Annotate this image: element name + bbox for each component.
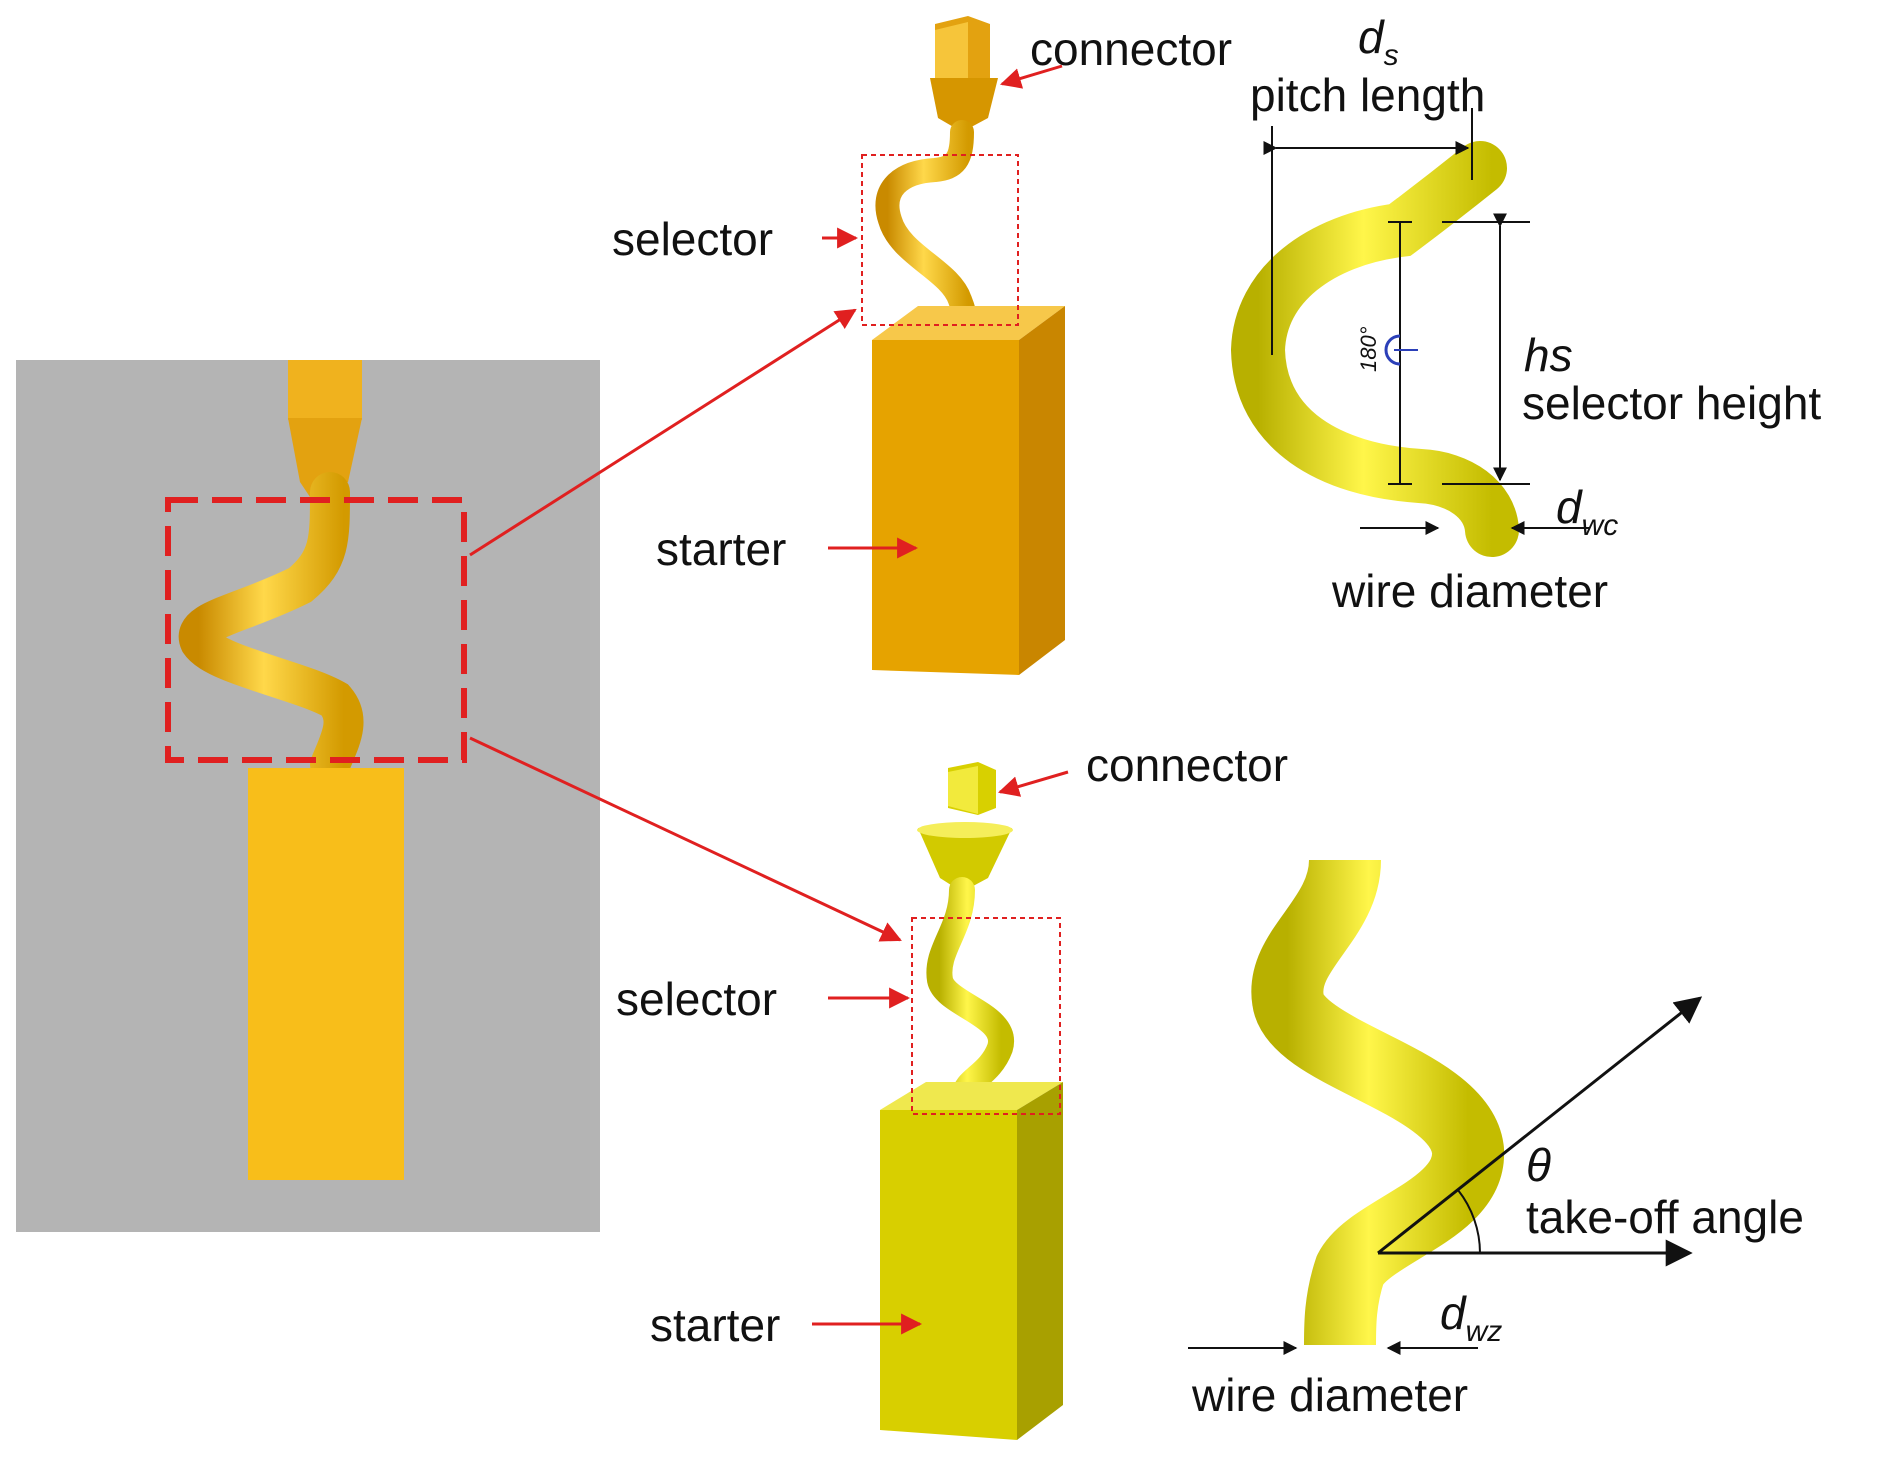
- left-selector-wire: [179, 472, 364, 785]
- top-connector-label: connector: [1030, 23, 1233, 75]
- bottom-selector-label: selector: [616, 973, 778, 1025]
- top-detail: [1230, 108, 1590, 557]
- pitch-length-label: pitch length: [1250, 69, 1486, 121]
- top-selector-box: [861, 154, 1019, 326]
- angle-arc-180: [1384, 334, 1401, 366]
- dwz-symbol: dwz: [1440, 1287, 1503, 1348]
- left-starter: [248, 768, 404, 1180]
- dwc-symbol: dwc: [1556, 481, 1619, 542]
- bottom-starter: [880, 1082, 1063, 1440]
- bottom-selector-wire: [926, 877, 1014, 1108]
- angle-180-label: 180°: [1356, 326, 1381, 372]
- top-starter: [872, 306, 1065, 675]
- ds-symbol: ds: [1358, 11, 1399, 72]
- takeoff-vector: [1377, 996, 1703, 1255]
- bottom-detail-selector-wire: [1251, 857, 1504, 1346]
- bottom-connector: [917, 762, 1013, 892]
- theta-symbol: θ: [1526, 1139, 1551, 1191]
- bottom-selector-box: [911, 917, 1061, 1115]
- left-selector-highlight-box: [165, 497, 467, 763]
- left-connector: [288, 360, 362, 500]
- callout-arrows: [469, 64, 1069, 1335]
- bottom-wire-diameter-label: wire diameter: [1192, 1369, 1469, 1421]
- top-wire-diameter-label: wire diameter: [1332, 565, 1609, 617]
- bottom-connector-label: connector: [1086, 739, 1289, 791]
- takeoff-angle-arc: [1457, 1189, 1481, 1254]
- top-model: [861, 16, 1065, 675]
- bottom-detail: [1188, 857, 1703, 1355]
- left-photo-panel: [16, 360, 600, 1232]
- hs-symbol: hs: [1524, 329, 1573, 381]
- zoom-arrow-bottom: [469, 736, 902, 942]
- top-connector: [930, 16, 998, 132]
- takeoff-angle-label: take-off angle: [1526, 1191, 1804, 1243]
- selector-height-label: selector height: [1522, 377, 1822, 429]
- bottom-model: [880, 762, 1063, 1440]
- top-starter-label: starter: [656, 523, 787, 575]
- zoom-arrow-top: [469, 308, 857, 557]
- top-selector-label: selector: [612, 213, 774, 265]
- bottom-starter-label: starter: [650, 1299, 781, 1351]
